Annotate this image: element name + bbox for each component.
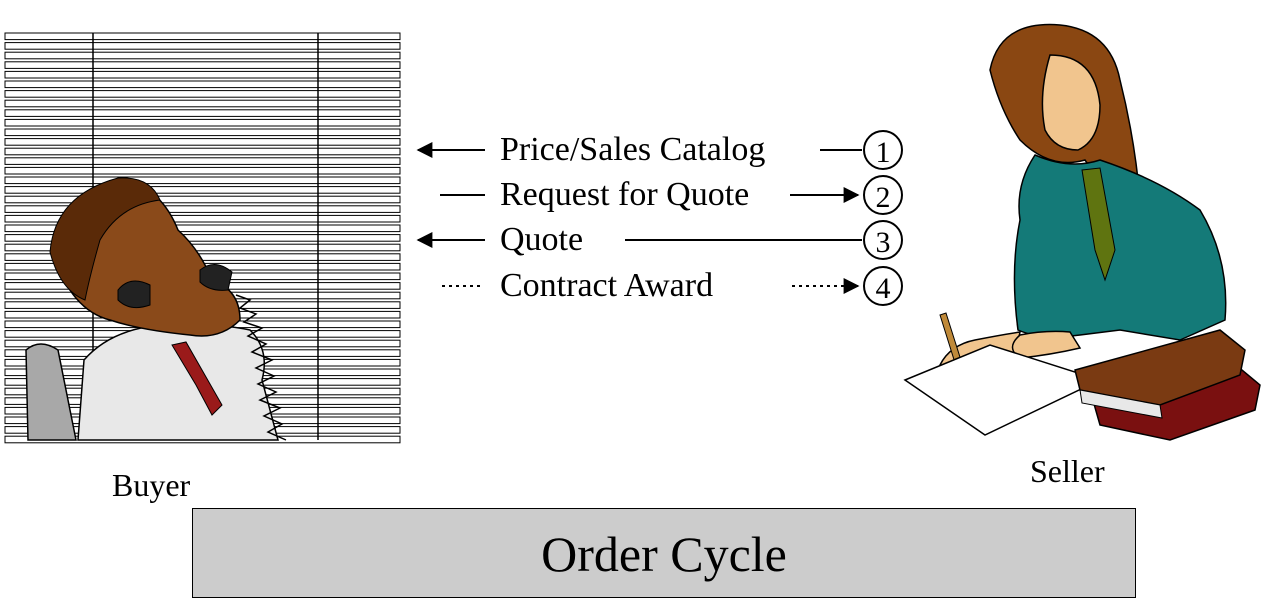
blind-slat [4,166,401,175]
seller-hand-right [1011,330,1082,359]
buyer-hair [49,177,161,301]
step-3-label: Quote [500,221,584,258]
phone-cord [235,294,287,441]
blind-slat [4,243,401,252]
step-2-label: Request for Quote [500,176,750,213]
step-1-number: 1 [876,136,891,169]
blind-slat [4,51,401,60]
flow-arrows: 1 2 3 4 [416,130,903,306]
blind-slat [4,61,401,69]
step-2-number: 2 [876,181,891,214]
phone-icon [117,264,233,309]
blind-slat [4,157,401,165]
step-3-circle [863,220,903,260]
blind-slat [4,147,401,156]
blind-slat [4,118,401,127]
book-pages [1079,389,1163,419]
step-3-number: 3 [876,226,891,259]
step-4-label: Contract Award [500,267,714,304]
buyer-tie [171,341,223,416]
blind-slat [4,80,401,89]
blind-slat [4,195,401,204]
buyer-shirt [77,323,279,441]
blind-slat [4,224,401,233]
seller-jacket [1013,154,1227,341]
blind-slat [4,70,401,79]
buyer-illustration [4,32,401,444]
step-4-number: 4 [876,272,891,305]
blind-slat [4,176,401,185]
step-1-label: Price/Sales Catalog [500,131,766,168]
step-1-circle [863,130,903,170]
blind-slat [4,214,401,223]
blind-slat [4,128,401,137]
buyer-chair [25,343,77,441]
seller-shirt [1081,167,1116,282]
blind-slat [4,205,401,213]
title-box: Order Cycle [192,508,1136,598]
blind-slat [4,32,401,41]
step-2-circle [863,175,903,215]
buyer-label: Buyer [112,467,191,503]
blind-slat [4,138,401,146]
diagram-title: Order Cycle [541,526,787,582]
blind-slat [4,42,401,50]
blind-slat [4,109,401,117]
blind-slat [4,99,401,108]
blind-slat [4,234,401,242]
seller-label: Seller [1030,453,1105,489]
seller-illustration [903,23,1261,441]
blind-slat [4,186,401,194]
paper-sheet [903,344,1103,436]
seller-face [1041,54,1101,151]
step-4-circle [863,266,903,306]
blind-slat [4,90,401,98]
